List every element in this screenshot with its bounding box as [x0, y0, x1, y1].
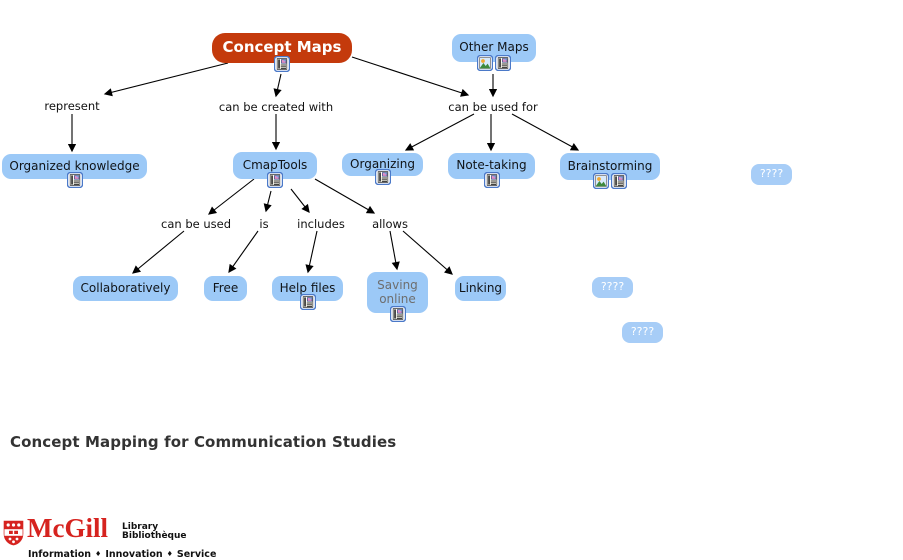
node-label: Other Maps	[459, 40, 529, 55]
node-label: Concept Maps	[222, 38, 342, 57]
document-icon[interactable]	[66, 172, 83, 188]
library-label-fr: Bibliothèque	[122, 531, 187, 542]
node-free[interactable]: Free	[204, 276, 247, 301]
document-icon[interactable]	[483, 172, 500, 188]
edge-line	[402, 230, 453, 275]
node-organized-knowledge[interactable]: Organized knowledge	[2, 154, 147, 188]
resource-icons	[389, 306, 406, 322]
resource-icons	[274, 56, 290, 72]
node-label: Help files	[279, 280, 336, 295]
document-icon[interactable]	[274, 56, 290, 72]
node-saving-online[interactable]: Saving online	[367, 272, 428, 322]
node-unknown-3[interactable]: ????	[622, 322, 663, 343]
link-label-can-be-created-with[interactable]: can be created with	[218, 100, 334, 114]
node-label: ????	[759, 167, 784, 181]
node-label: Free	[212, 280, 239, 295]
diamond-separator-icon: ♦	[95, 550, 102, 558]
link-label-includes[interactable]: includes	[297, 217, 345, 231]
resource-icons	[374, 169, 391, 185]
node-collaboratively[interactable]: Collaboratively	[73, 276, 178, 301]
node-label: Collaboratively	[80, 280, 171, 295]
document-icon[interactable]	[495, 55, 511, 71]
link-label-allows[interactable]: allows	[372, 217, 408, 231]
node-linking[interactable]: Linking	[455, 276, 506, 301]
node-brainstorming[interactable]: Brainstorming	[560, 153, 660, 189]
library-department-label: Library Bibliothèque	[122, 522, 187, 542]
node-note-taking[interactable]: Note-taking	[448, 153, 535, 188]
node-label: Organized knowledge	[9, 158, 140, 173]
mcgill-wordmark: McGill	[27, 513, 108, 543]
node-label: Organizing	[350, 156, 415, 171]
node-help-files[interactable]: Help files	[272, 276, 343, 310]
diamond-separator-icon: ♦	[166, 550, 173, 558]
node-other-maps[interactable]: Other Maps	[452, 34, 536, 71]
edge-line	[290, 188, 310, 213]
resource-icons	[483, 172, 500, 188]
resource-icons	[477, 55, 511, 71]
edge-line	[273, 73, 282, 98]
image-icon[interactable]	[477, 55, 493, 71]
edge-line	[103, 62, 229, 97]
node-unknown-1[interactable]: ????	[751, 164, 792, 185]
node-label: ????	[630, 325, 655, 339]
edge-line	[208, 178, 255, 215]
tagline-word: Information	[28, 549, 92, 560]
node-label: Saving online	[377, 277, 418, 306]
resource-icons	[593, 173, 627, 189]
tagline-word: Service	[176, 549, 217, 560]
node-label: CmapTools	[242, 157, 308, 172]
edge-line	[389, 230, 400, 271]
node-organizing[interactable]: Organizing	[342, 153, 423, 185]
resource-icons	[66, 172, 83, 188]
library-label-en: Library	[122, 522, 159, 532]
document-icon[interactable]	[267, 172, 283, 188]
mcgill-logo: McGill Library Bibliothèque Information♦…	[0, 513, 230, 560]
resource-icons	[299, 294, 316, 310]
node-cmaptools[interactable]: CmapTools	[233, 152, 317, 188]
edge-line	[404, 113, 475, 151]
node-unknown-2[interactable]: ????	[592, 277, 633, 298]
document-icon[interactable]	[389, 306, 406, 322]
node-concept-maps[interactable]: Concept Maps	[212, 33, 352, 72]
edge-line	[351, 56, 470, 97]
document-icon[interactable]	[299, 294, 316, 310]
mcgill-crest-icon	[3, 520, 24, 550]
edge-line	[228, 230, 259, 274]
edge-line	[305, 230, 318, 274]
tagline-word: Innovation	[105, 549, 163, 560]
link-label-can-be-used[interactable]: can be used	[161, 217, 231, 231]
edge-line	[511, 113, 580, 151]
resource-icons	[267, 172, 283, 188]
edge-line	[132, 230, 185, 274]
map-title: Concept Mapping for Communication Studie…	[10, 433, 397, 451]
node-label: Note-taking	[456, 158, 527, 173]
edge-line	[314, 178, 376, 214]
node-label: Brainstorming	[567, 158, 653, 173]
document-icon[interactable]	[374, 169, 391, 185]
link-label-is[interactable]: is	[259, 217, 269, 231]
link-label-can-be-used-for[interactable]: can be used for	[448, 100, 538, 114]
mcgill-tagline: Information♦Innovation♦Service	[28, 549, 216, 560]
link-label-represent[interactable]: represent	[44, 99, 100, 113]
edge-line	[263, 190, 272, 213]
image-icon[interactable]	[593, 173, 609, 189]
node-label: Linking	[458, 280, 503, 295]
document-icon[interactable]	[611, 173, 627, 189]
node-label: ????	[600, 280, 625, 294]
